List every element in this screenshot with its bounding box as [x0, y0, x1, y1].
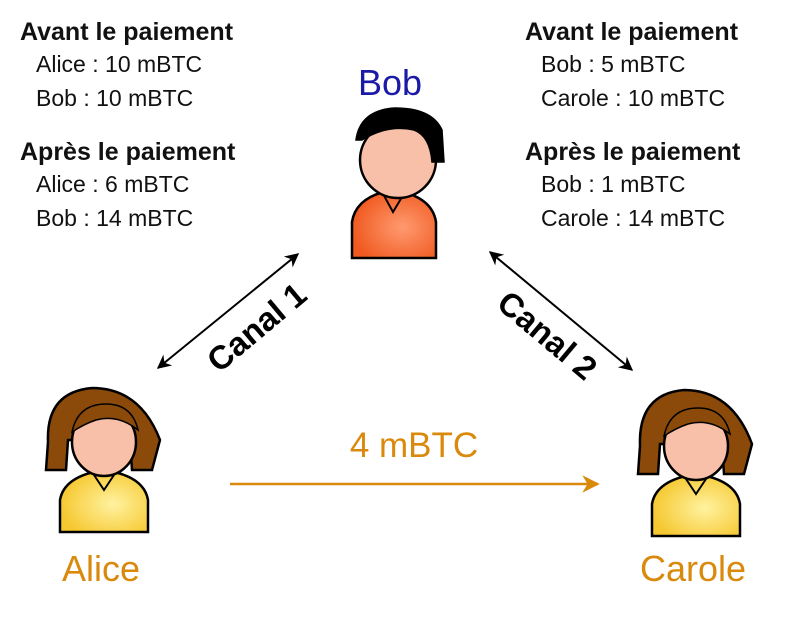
bob-shirt [352, 190, 436, 258]
carole-figure [638, 390, 752, 536]
carole-shirt [652, 474, 740, 536]
payment-amount-label: 4 mBTC [350, 426, 478, 465]
alice-figure [46, 388, 160, 532]
bob-figure [352, 108, 444, 258]
alice-shirt [60, 470, 148, 532]
channel-1-label: Canal 1 [200, 275, 314, 379]
